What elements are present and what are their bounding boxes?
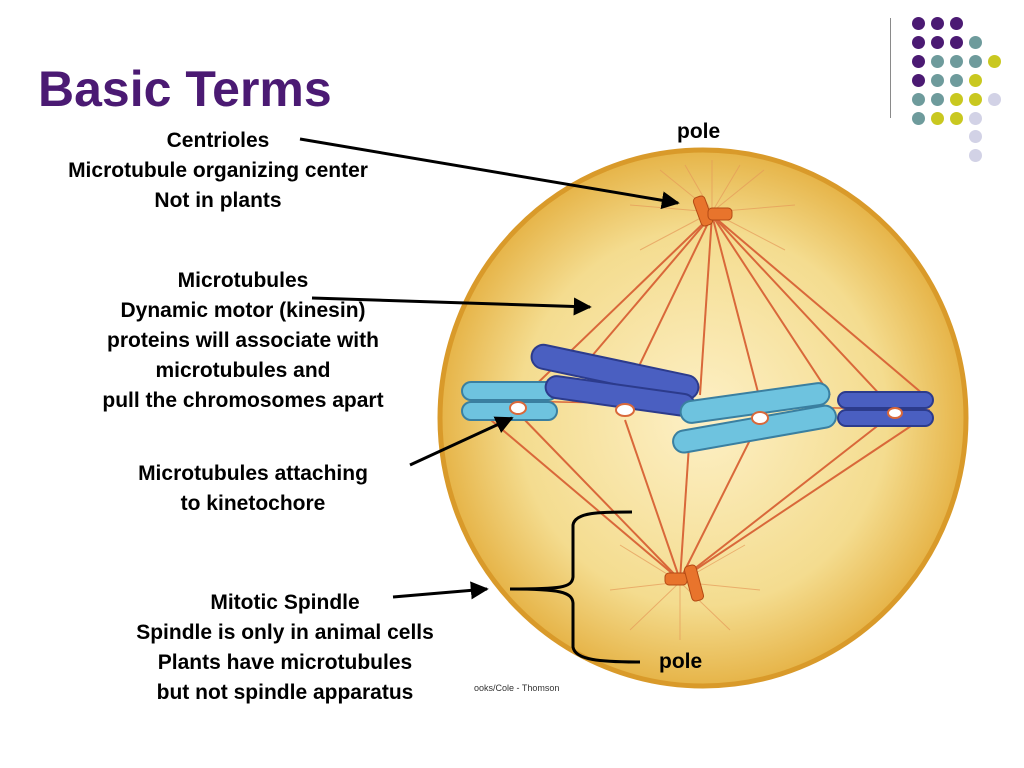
label-line: microtubules and xyxy=(155,359,331,382)
decor-dot xyxy=(931,36,944,49)
slide-title: Basic Terms xyxy=(38,61,332,117)
label-line: Not in plants xyxy=(154,189,282,212)
decor-dot xyxy=(912,36,925,49)
arrow-spindle xyxy=(392,581,489,600)
decor-dot xyxy=(969,149,982,162)
centriole-bottom xyxy=(664,564,705,602)
decor-dot xyxy=(950,17,963,30)
label-line: Microtubules attaching xyxy=(138,462,368,485)
label-line: to kinetochore xyxy=(180,492,326,515)
pointer-arrows xyxy=(299,137,680,600)
decor-dot xyxy=(988,93,1001,106)
decor-dot xyxy=(969,130,982,143)
decor-dot xyxy=(950,55,963,68)
decor-dot xyxy=(950,36,963,49)
label-line: Mitotic Spindle xyxy=(210,591,360,614)
decorative-divider xyxy=(890,18,891,118)
decor-dot xyxy=(912,74,925,87)
chromosome-2 xyxy=(530,343,700,417)
arrow-kinetochore xyxy=(409,416,514,467)
label-line: pull the chromosomes apart xyxy=(102,389,384,412)
label-kinetochore: Microtubules attaching to kinetochore xyxy=(0,459,506,519)
decor-dot xyxy=(969,36,982,49)
arrow-centrioles xyxy=(299,137,680,210)
decor-dot xyxy=(931,93,944,106)
decor-dot xyxy=(912,55,925,68)
decor-dot xyxy=(912,112,925,125)
label-line: Plants have microtubules xyxy=(157,651,413,674)
decor-dot xyxy=(988,55,1001,68)
chromosome-3 xyxy=(672,382,837,454)
decor-dot xyxy=(969,112,982,125)
arrow-microtubules xyxy=(311,296,592,316)
label-line: Dynamic motor (kinesin) xyxy=(120,299,366,322)
label-microtubules: Microtubules Dynamic motor (kinesin) pro… xyxy=(0,266,486,416)
decor-dot xyxy=(931,112,944,125)
decor-dot xyxy=(912,17,925,30)
label-line: Spindle is only in animal cells xyxy=(136,621,434,644)
chromosome-4 xyxy=(837,391,934,427)
label-line: proteins will associate with xyxy=(107,329,379,352)
decor-dot xyxy=(912,93,925,106)
label-line: Centrioles xyxy=(166,129,270,152)
decor-dot xyxy=(931,74,944,87)
decor-dot xyxy=(969,55,982,68)
pole-label-top: pole xyxy=(677,120,721,143)
label-line: but not spindle apparatus xyxy=(156,681,414,704)
label-spindle: Mitotic Spindle Spindle is only in anima… xyxy=(0,588,570,708)
decor-dot xyxy=(950,93,963,106)
decor-dot xyxy=(931,55,944,68)
spindle-bracket xyxy=(509,510,641,664)
decor-dot xyxy=(969,93,982,106)
image-credit: ooks/Cole - Thomson xyxy=(474,683,560,693)
decor-dot xyxy=(931,17,944,30)
centriole-top xyxy=(692,195,733,227)
decor-dot xyxy=(950,112,963,125)
label-line: Microtubules xyxy=(177,269,309,292)
label-centrioles: Centrioles Microtubule organizing center… xyxy=(0,126,436,216)
label-line: Microtubule organizing center xyxy=(68,159,368,182)
pole-label-bottom: pole xyxy=(659,650,703,673)
decor-dot xyxy=(969,74,982,87)
decor-dot xyxy=(950,74,963,87)
